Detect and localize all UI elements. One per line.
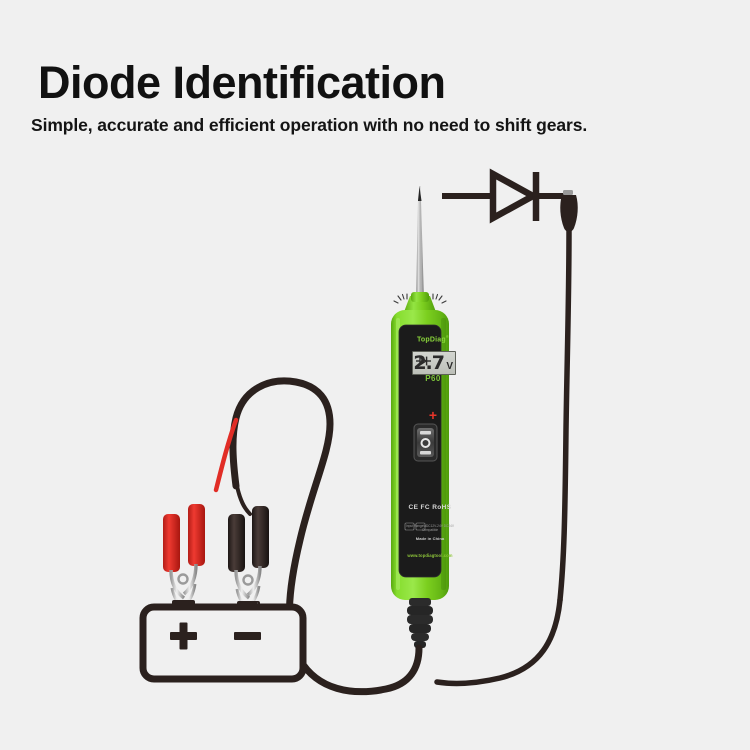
power-switch-polarity-mark: + [428, 407, 438, 423]
manufacturer-website: www.topdiagtool.com [407, 553, 453, 558]
main-power-cable [229, 377, 423, 696]
black-lead-wire [235, 484, 252, 516]
lcd-reading-value: 2.7 [413, 352, 445, 374]
power-rocker-switch-icon[interactable] [413, 423, 438, 462]
certification-marks: CE FC RoHS [408, 504, 452, 511]
diode-symbol-icon [416, 355, 431, 367]
page-title: Diode Identification [38, 57, 446, 108]
car-battery [139, 600, 307, 683]
lcd-reading-unit: V [446, 361, 453, 372]
spec-label-block [404, 522, 426, 531]
led-sparkle-right-icon [432, 293, 447, 304]
positive-clamp [163, 504, 205, 609]
page-subtitle: Simple, accurate and efficient operation… [31, 115, 588, 135]
device-model-label: P60 [425, 374, 441, 383]
probe-needle-icon [416, 186, 424, 300]
battery-negative-symbol [234, 632, 261, 640]
cable-strain-relief-icon [407, 598, 433, 648]
battery-positive-symbol [170, 622, 197, 650]
black-probe-connector [434, 190, 578, 687]
device-spec-note: Input Range\nDC12V-24V DC24V Compatible [405, 524, 455, 533]
lcd-display: 2.7 V [412, 351, 456, 375]
led-sparkle-left-icon [393, 293, 408, 304]
device-neck [404, 292, 436, 312]
made-in-label: Made in China [415, 536, 445, 541]
device-brand-label: TopDiag® [416, 334, 450, 344]
diode-schematic-symbol [442, 168, 566, 224]
negative-clamp [228, 506, 269, 610]
red-lead-wire [213, 417, 239, 493]
